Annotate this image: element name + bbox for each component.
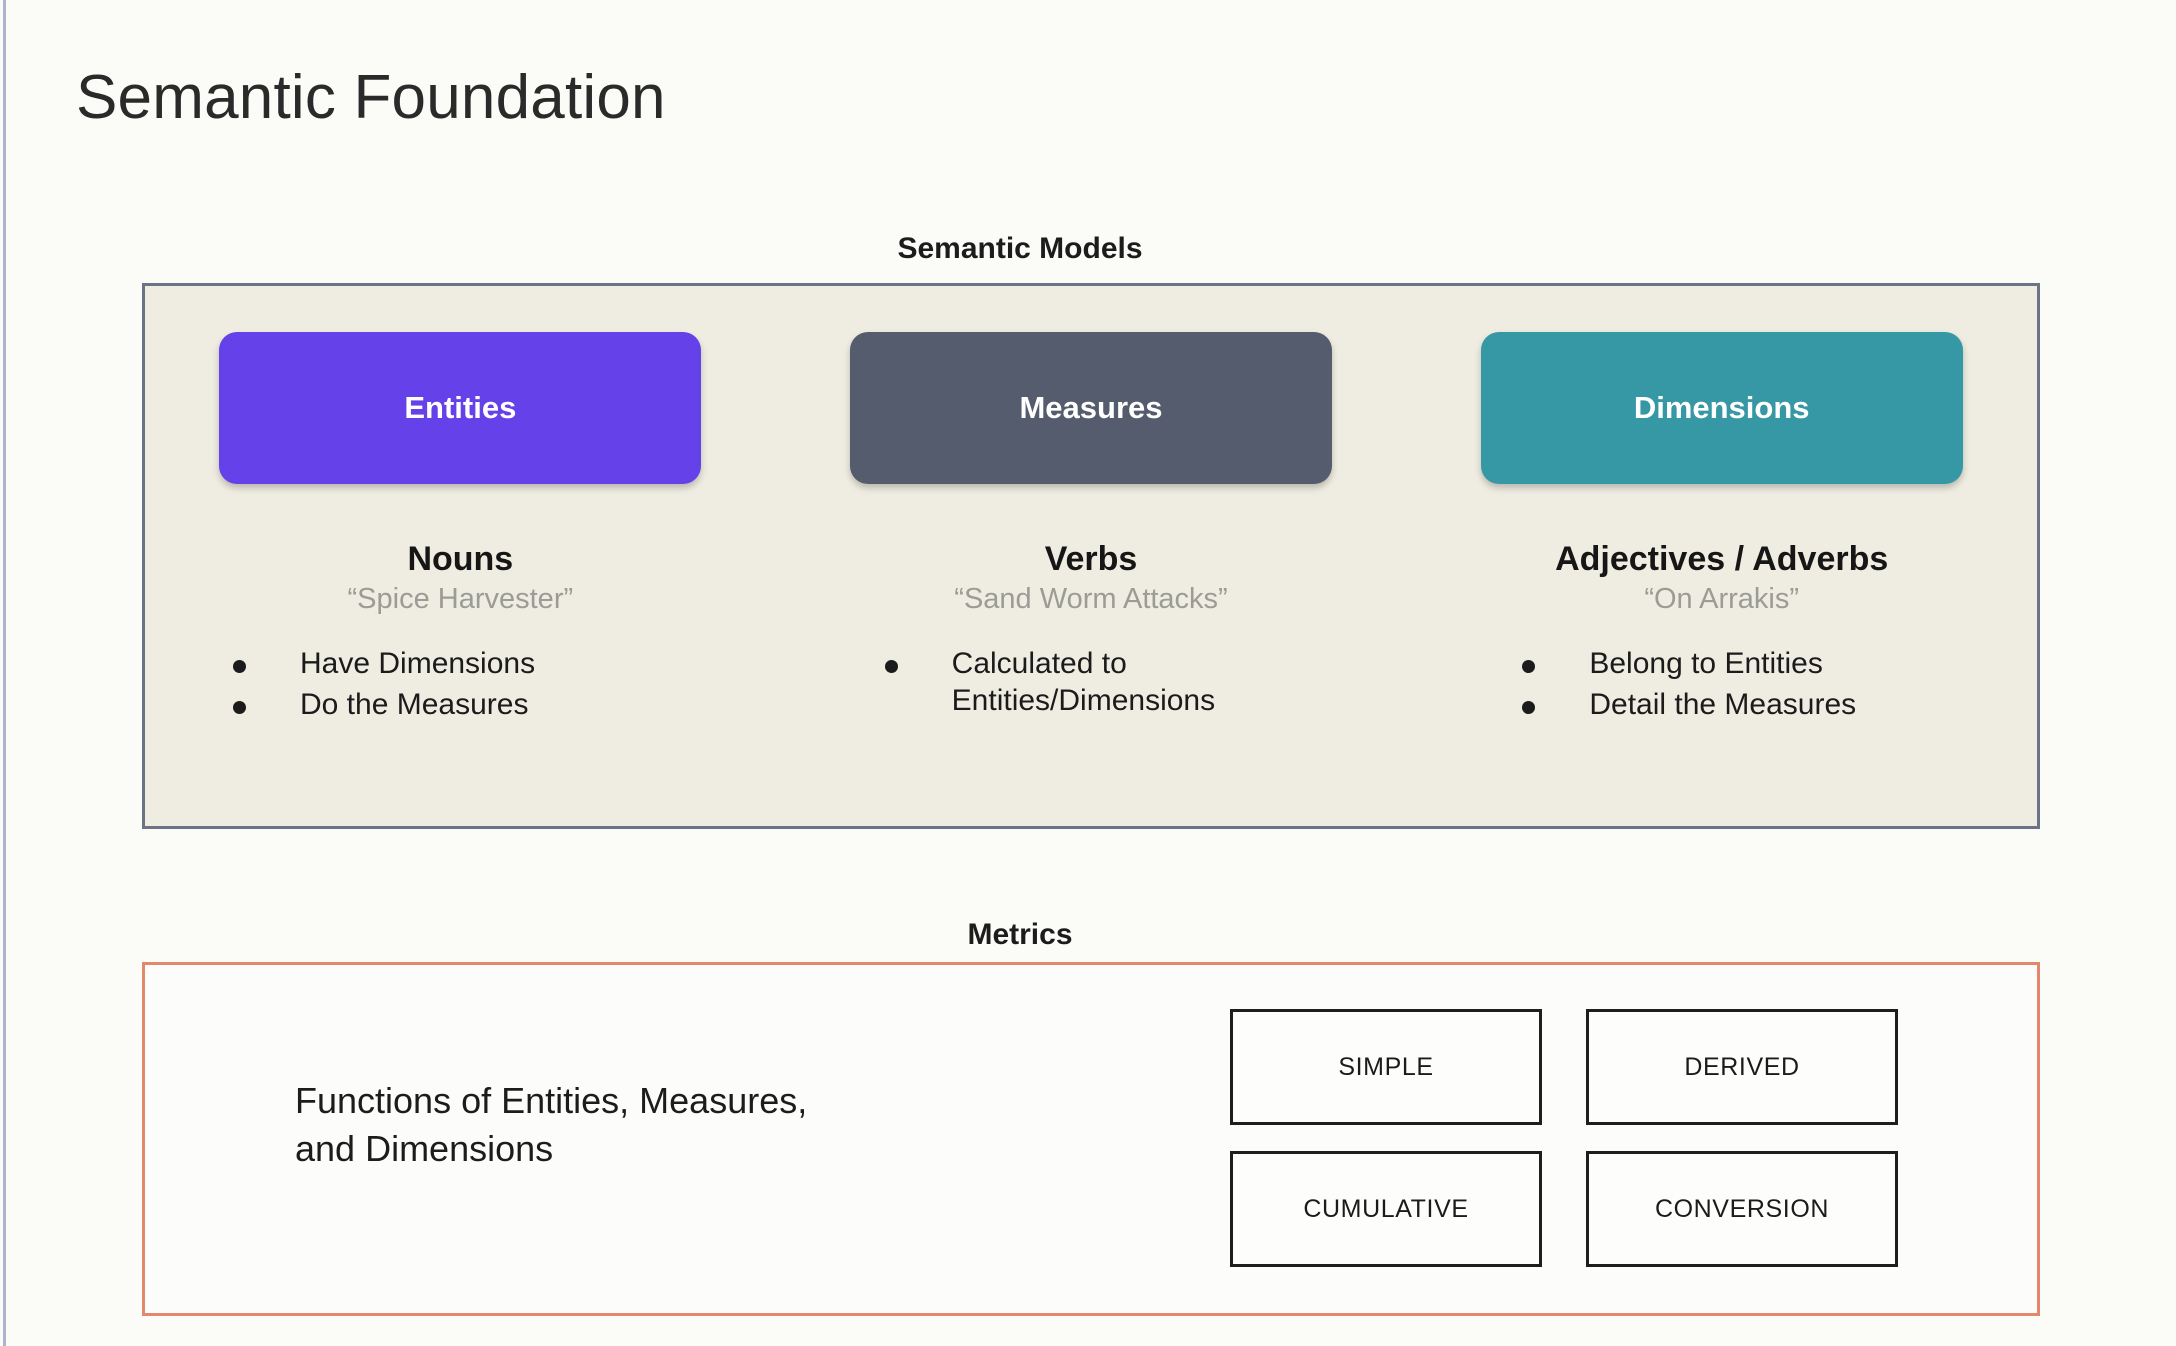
metrics-panel: Functions of Entities, Measures, and Dim… [142, 962, 2040, 1316]
list-item-label: Belong to Entities [1589, 647, 1823, 680]
dimensions-part-of-speech: Adjectives / Adverbs [1555, 540, 1889, 578]
list-item-label: Have Dimensions [300, 647, 536, 680]
measures-example: “Sand Worm Attacks” [954, 583, 1228, 615]
page-title: Semantic Foundation [76, 63, 666, 132]
measures-chip[interactable]: Measures [850, 332, 1332, 484]
measures-part-of-speech: Verbs [1044, 540, 1138, 578]
list-item: Belong to Entities [1522, 646, 1823, 683]
metrics-type-grid: SIMPLE DERIVED CUMULATIVE CONVERSION [1230, 1009, 1898, 1267]
metrics-heading: Metrics [967, 918, 1073, 951]
dimensions-bullet-list: Belong to Entities Detail the Measures [1290, 646, 2153, 727]
semantic-models-columns: Entities Nouns “Spice Harvester” Have Di… [145, 286, 2037, 826]
semantic-models-heading: Semantic Models [897, 232, 1143, 265]
entities-bullet-list: Have Dimensions Do the Measures [57, 646, 864, 727]
left-edge-rule [3, 0, 6, 1346]
list-item: Detail the Measures [1522, 687, 1856, 724]
measures-bullet-list: Calculated to Entities/Dimensions [667, 646, 1516, 723]
semantic-model-column-measures: Measures Verbs “Sand Worm Attacks” Calcu… [776, 286, 1407, 826]
semantic-model-column-dimensions: Dimensions Adjectives / Adverbs “On Arra… [1406, 286, 2037, 826]
entities-part-of-speech: Nouns [407, 540, 514, 578]
bullet-dot-icon [1522, 700, 1536, 714]
metric-type-derived[interactable]: DERIVED [1586, 1009, 1898, 1125]
dimensions-chip[interactable]: Dimensions [1480, 332, 1963, 484]
list-item-label: Detail the Measures [1589, 687, 1857, 721]
entities-example: “Spice Harvester” [347, 583, 574, 615]
bullet-dot-icon [884, 660, 898, 673]
bullet-dot-icon [233, 700, 246, 714]
dimensions-example: “On Arrakis” [1644, 583, 1800, 615]
list-item: Have Dimensions [233, 646, 535, 683]
metrics-description: Functions of Entities, Measures, and Dim… [295, 1080, 808, 1169]
metric-type-cumulative[interactable]: CUMULATIVE [1230, 1151, 1542, 1267]
metric-type-simple[interactable]: SIMPLE [1230, 1009, 1542, 1125]
bullet-dot-icon [233, 660, 246, 673]
semantic-model-column-entities: Entities Nouns “Spice Harvester” Have Di… [145, 286, 776, 826]
semantic-models-panel: Entities Nouns “Spice Harvester” Have Di… [142, 283, 2040, 829]
list-item: Do the Measures [233, 687, 528, 724]
list-item-label: Calculated to Entities/Dimensions [951, 647, 1216, 717]
entities-chip[interactable]: Entities [219, 332, 702, 484]
metric-type-conversion[interactable]: CONVERSION [1586, 1151, 1898, 1267]
list-item-label: Do the Measures [300, 687, 529, 721]
list-item: Calculated to Entities/Dimensions [884, 646, 1216, 719]
bullet-dot-icon [1522, 660, 1536, 673]
